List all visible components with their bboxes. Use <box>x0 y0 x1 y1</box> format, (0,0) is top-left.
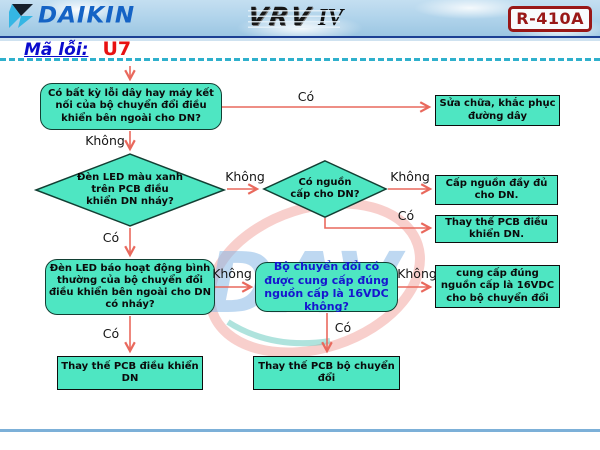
node-text: Có bất kỳ lỗi dây hay máy kết nối của bộ… <box>48 88 214 124</box>
edge-label-yes: Có <box>297 89 315 104</box>
node-text: Bộ chuyển đổi có được cung cấp đúng nguồ… <box>264 260 389 314</box>
node-text: cung cấp đúng nguồn cấp là 16VDC cho bộ … <box>440 268 555 304</box>
daikin-wordmark: DAIKIN <box>38 3 136 29</box>
edge-label-yes: Có <box>102 230 120 245</box>
q-external-wiring-fault: Có bất kỳ lỗi dây hay máy kết nối của bộ… <box>40 83 222 130</box>
action-repair-wiring: Sửa chữa, khắc phục đường dây <box>435 95 560 126</box>
edge-label-yes: Có <box>397 208 415 223</box>
node-text: Có nguồn cấp cho DN? <box>290 176 360 200</box>
q-adapter-16vdc: Bộ chuyển đổi có được cung cấp đúng nguồ… <box>255 260 398 314</box>
vrv-wordmark: VRV <box>245 2 314 31</box>
refrigerant-badge: R-410A <box>508 6 592 32</box>
error-code-value: U7 <box>102 38 132 60</box>
vrv-version: IV <box>317 5 344 31</box>
daikin-logo: DAIKIN <box>8 3 135 29</box>
q-power-supply-dn: Có nguồn cấp cho DN? <box>262 160 388 218</box>
action-replace-adapter-pcb: Thay thế PCB bộ chuyển đổi <box>253 356 400 390</box>
q-normal-led-blinking: Đèn LED báo hoạt động bình thường của bộ… <box>45 259 215 315</box>
daikin-logo-icon <box>9 4 33 28</box>
node-text: Thay thế PCB điều khiển DN. <box>445 216 548 240</box>
edge-label-yes: Có <box>102 326 120 341</box>
footer-divider <box>0 429 600 432</box>
edge-label-no: Không <box>390 169 430 184</box>
edge-label-no: Không <box>85 133 125 148</box>
node-text: Cấp nguồn đầy đủ cho DN. <box>445 177 548 201</box>
node-text: Sửa chữa, khắc phục đường dây <box>439 98 556 122</box>
node-text: Đèn LED màu xanh trên PCB điều khiển DN … <box>77 171 183 208</box>
diamond-shape <box>262 160 388 218</box>
action-replace-pcb-dn: Thay thế PCB điều khiển DN. <box>435 215 558 243</box>
edge-label-no: Không <box>212 266 252 281</box>
node-text: Thay thế PCB điều khiển DN <box>61 360 199 384</box>
error-code-label: Mã lỗi: <box>24 40 89 60</box>
node-text: Thay thế PCB bộ chuyển đổi <box>258 360 395 384</box>
dashed-divider <box>0 58 600 61</box>
action-replace-pcb-dn-final: Thay thế PCB điều khiển DN <box>57 356 203 390</box>
action-supply-power-dn: Cấp nguồn đầy đủ cho DN. <box>435 175 558 205</box>
edge-label-no: Không <box>397 266 437 281</box>
q-green-led-blinking: Đèn LED màu xanh trên PCB điều khiển DN … <box>33 153 227 227</box>
diamond-shape <box>33 153 227 227</box>
edge-label-yes: Có <box>334 320 352 335</box>
node-text: Đèn LED báo hoạt động bình thường của bộ… <box>49 262 211 311</box>
action-supply-16vdc: cung cấp đúng nguồn cấp là 16VDC cho bộ … <box>435 265 560 308</box>
error-code-row: Mã lỗi: U7 <box>24 38 131 60</box>
edge-label-no: Không <box>225 169 265 184</box>
